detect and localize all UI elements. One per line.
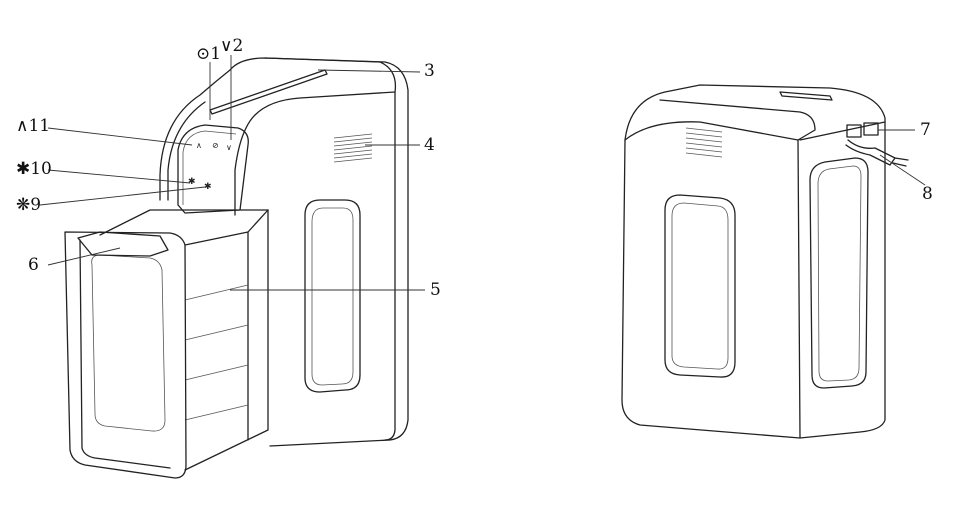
leader-lines xyxy=(39,55,926,291)
label-6-handle: 6 xyxy=(28,255,39,275)
power-cord xyxy=(845,139,909,167)
shredder-rear-view xyxy=(621,84,909,439)
label-4-vent: 4 xyxy=(424,135,435,155)
svg-text:✱: ✱ xyxy=(204,182,212,192)
label-11-forward: ∧11 xyxy=(16,116,51,136)
svg-text:∨: ∨ xyxy=(226,143,232,152)
label-1-power: ⊙1 xyxy=(196,44,222,64)
power-switch xyxy=(846,122,879,138)
svg-text:✱: ✱ xyxy=(188,177,196,187)
label-8-cord: 8 xyxy=(922,184,933,204)
label-7-switch: 7 xyxy=(920,120,931,140)
vent-grille xyxy=(333,133,373,163)
shredder-front-view: ∧ ⊘ ∨ ✱ ✱ xyxy=(64,57,409,479)
label-3-paper-slot: 3 xyxy=(424,61,435,81)
label-5-bin: 5 xyxy=(430,280,441,300)
svg-text:∧: ∧ xyxy=(196,141,202,150)
label-2-reverse: ∨2 xyxy=(220,36,244,56)
label-10-indicator: ✱10 xyxy=(16,159,52,179)
label-9-indicator: ❋9 xyxy=(16,195,42,215)
svg-text:⊘: ⊘ xyxy=(212,141,219,150)
